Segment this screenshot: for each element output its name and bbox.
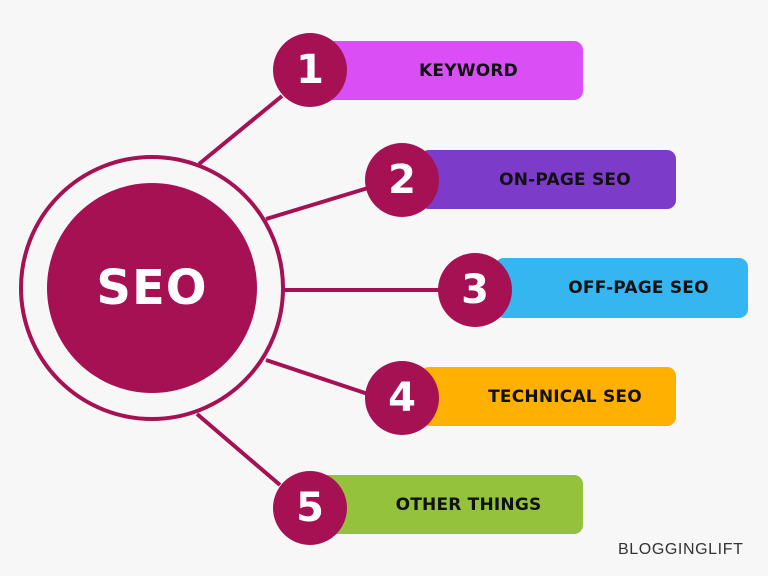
connector-4: [265, 358, 369, 396]
item-label: KEYWORD: [419, 60, 518, 81]
hub-circle: [47, 183, 257, 393]
item-label: OTHER THINGS: [395, 494, 542, 515]
item-number-2: 2: [365, 143, 439, 217]
item-number-5: 5: [273, 471, 347, 545]
item-bar-other-things: OTHER THINGS: [320, 475, 583, 534]
brand-watermark: BLOGGINGLIFT: [618, 541, 744, 558]
item-number-3: 3: [438, 253, 512, 327]
hub-label: SEO: [96, 260, 208, 316]
item-bar-technical-seo: TECHNICAL SEO: [420, 367, 676, 426]
item-bar-keyword: KEYWORD: [320, 41, 583, 100]
item-label: ON-PAGE SEO: [499, 169, 631, 190]
connector-1: [197, 94, 284, 166]
item-label: OFF-PAGE SEO: [568, 278, 709, 298]
item-bar-on-page-seo: ON-PAGE SEO: [420, 150, 676, 209]
item-number-1: 1: [273, 33, 347, 107]
item-number-4: 4: [365, 361, 439, 435]
item-bar-off-page-seo: OFF-PAGE SEO: [495, 258, 748, 318]
connector-5: [195, 412, 282, 487]
connector-2: [265, 186, 369, 221]
item-label: TECHNICAL SEO: [488, 386, 642, 407]
